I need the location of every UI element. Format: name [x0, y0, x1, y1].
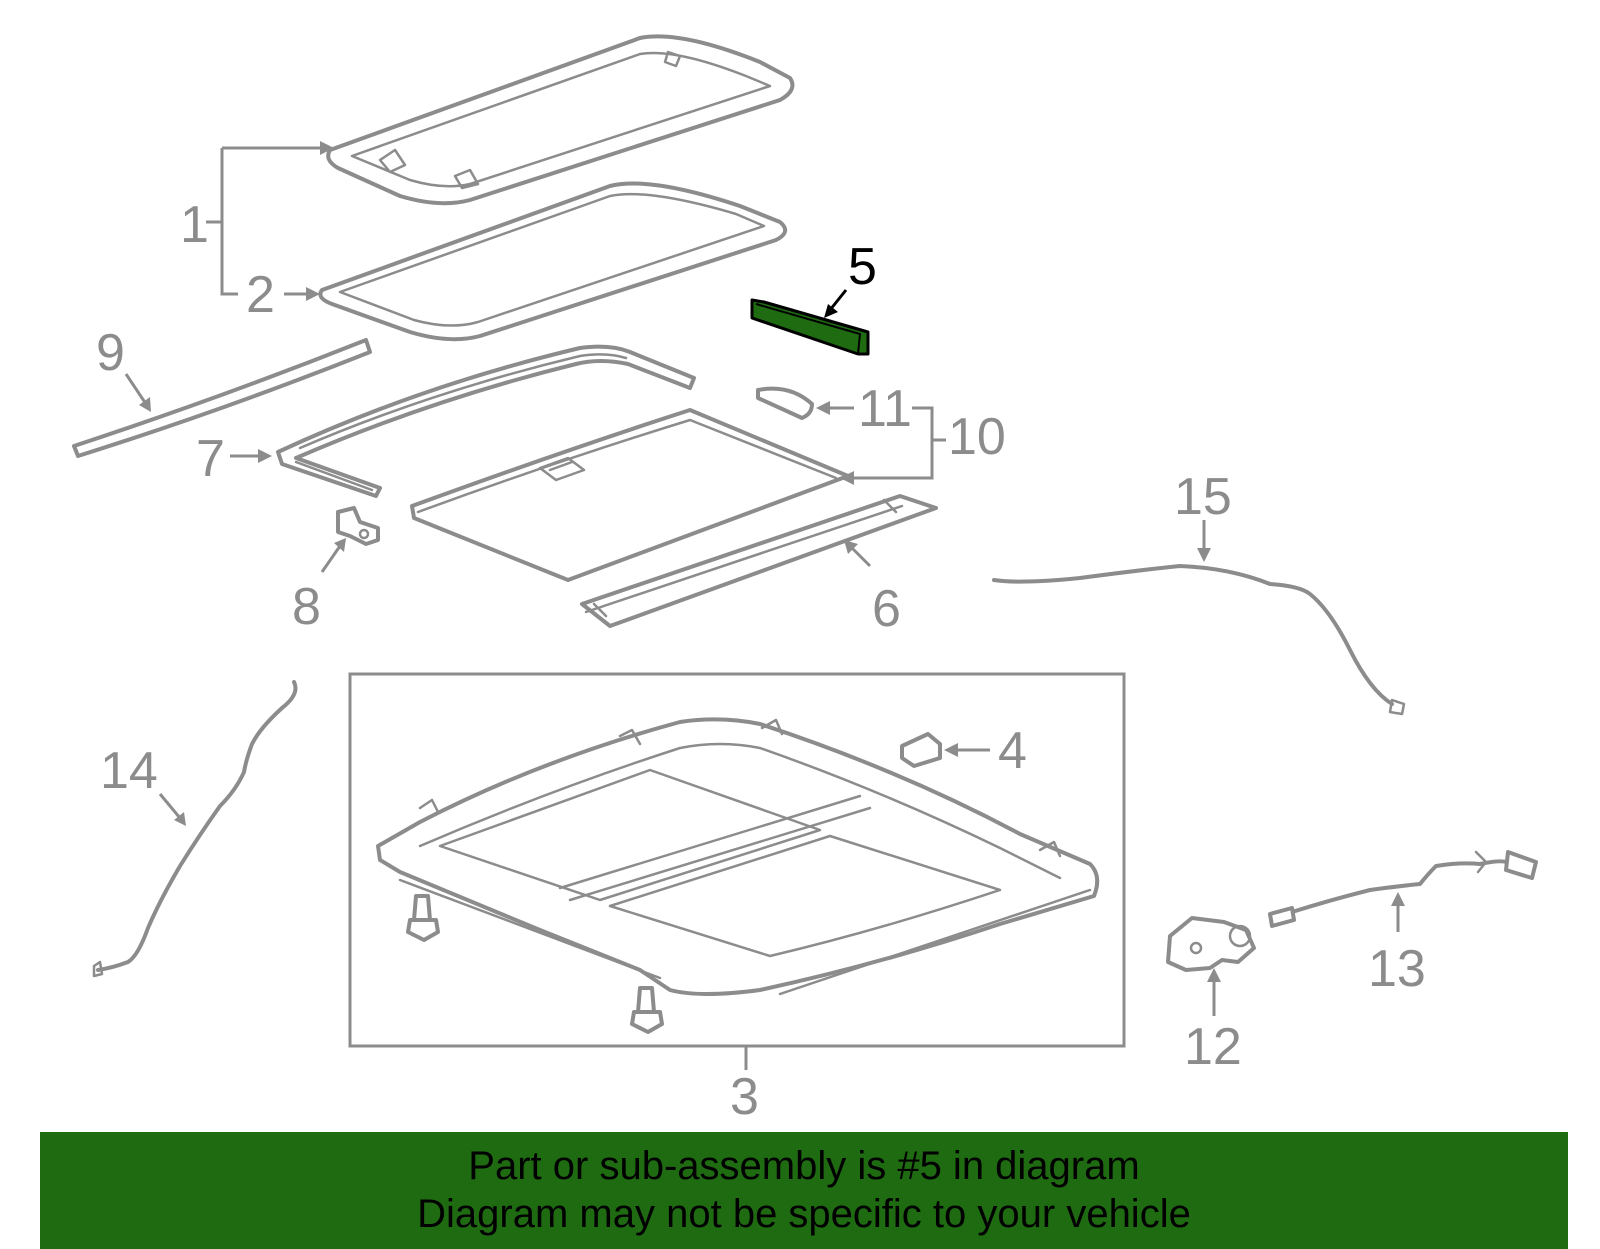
- callout-6[interactable]: 6: [872, 580, 901, 638]
- callout-9[interactable]: 9: [96, 324, 125, 382]
- part-6-rear-rail[interactable]: [580, 494, 938, 628]
- banner-line-1: Part or sub-assembly is #5 in diagram: [468, 1144, 1140, 1188]
- part-10-sunshade-assembly[interactable]: [410, 408, 850, 582]
- part-7-wind-deflector[interactable]: [276, 344, 696, 498]
- part-2-glass-seal[interactable]: [318, 181, 788, 342]
- callout-12[interactable]: 12: [1184, 1018, 1242, 1076]
- callout-4[interactable]: 4: [998, 722, 1027, 780]
- banner-line-2: Diagram may not be specific to your vehi…: [417, 1192, 1191, 1236]
- part-3-frame-assembly-box[interactable]: [348, 672, 1126, 1048]
- callout-13[interactable]: 13: [1368, 940, 1426, 998]
- part-5-highlighted-part[interactable]: [750, 298, 870, 356]
- part-9-trim-strip[interactable]: [72, 338, 372, 458]
- callout-3[interactable]: 3: [730, 1068, 759, 1126]
- info-banner: Part or sub-assembly is #5 in diagram Di…: [40, 1132, 1568, 1249]
- part-15-drain-hose[interactable]: [992, 564, 1406, 716]
- part-4-clip[interactable]: [900, 732, 942, 768]
- callout-15[interactable]: 15: [1174, 468, 1232, 526]
- callout-14[interactable]: 14: [100, 742, 158, 800]
- callout-1[interactable]: 1: [180, 196, 209, 254]
- part-1-sunroof-glass-assembly[interactable]: [326, 34, 795, 206]
- part-11-clip[interactable]: [756, 386, 814, 420]
- part-13-wiring-harness[interactable]: [1268, 850, 1538, 928]
- part-8-bracket[interactable]: [336, 506, 380, 546]
- leader-lines: [124, 141, 1405, 1070]
- callout-2[interactable]: 2: [246, 266, 275, 324]
- part-12-motor[interactable]: [1166, 916, 1256, 972]
- part-14-drain-hose[interactable]: [92, 680, 298, 978]
- bolt-left: [406, 894, 440, 942]
- callout-11[interactable]: 11: [858, 380, 912, 438]
- callout-5[interactable]: 5: [848, 238, 877, 296]
- callout-10[interactable]: 10: [948, 408, 1006, 466]
- bolt-bottom: [630, 986, 664, 1034]
- callout-7[interactable]: 7: [196, 430, 225, 488]
- callout-labels: 1 2 3 4 5 6 7 8 9 10 11 12 13 14 15: [96, 196, 1426, 1126]
- callout-8[interactable]: 8: [292, 578, 321, 636]
